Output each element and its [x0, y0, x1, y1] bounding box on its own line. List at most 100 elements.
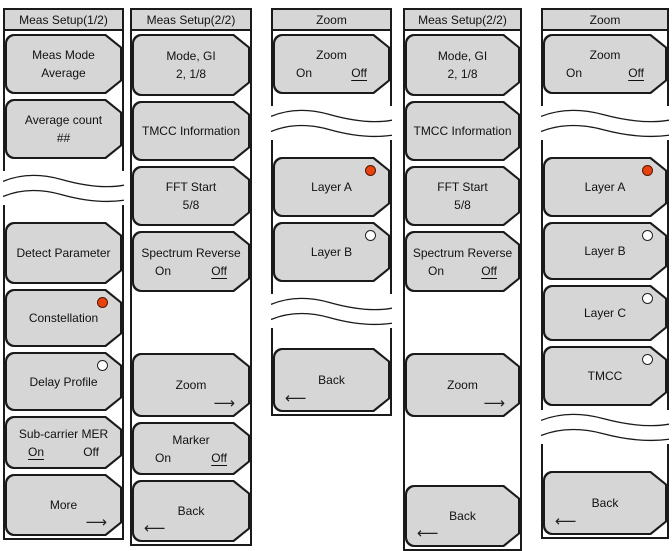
- menu-header-zoom: Zoom: [271, 8, 392, 31]
- softkey-label: Delay Profile: [29, 374, 98, 389]
- softkey-mode-gi[interactable]: Mode, GI 2, 1/8: [405, 34, 520, 96]
- on-off-row: On Off: [275, 64, 388, 82]
- softkey-label: Back: [591, 496, 619, 510]
- softkey-fft-start[interactable]: FFT Start 5/8: [132, 166, 250, 226]
- on-option[interactable]: On: [296, 66, 313, 80]
- softkey-zoom-on-off[interactable]: Zoom On Off: [273, 34, 390, 94]
- softkey-label: Spectrum Reverse: [412, 245, 513, 260]
- wave-lines: [541, 106, 669, 140]
- off-option[interactable]: Off: [351, 66, 367, 80]
- softkey-back[interactable]: Back ⟵: [273, 348, 390, 412]
- softkey-tmcc-information[interactable]: TMCC Information: [405, 101, 520, 161]
- softkey-column-meas-setup-2: Meas Setup(2/2) Mode, GI 2, 1/8 TMCC Inf…: [130, 8, 252, 546]
- left-arrow-icon: ⟵: [555, 512, 577, 530]
- menu-header-zoom: Zoom: [541, 8, 669, 31]
- softkey-face: Constellation: [7, 291, 120, 345]
- softkey-face: Average count ##: [7, 101, 120, 157]
- softkey-column-meas-setup-1: Meas Setup(1/2) Meas Mode Average Averag…: [3, 8, 124, 540]
- softkey-face: Spectrum Reverse On Off: [407, 233, 518, 290]
- softkey-label: Zoom: [316, 48, 347, 62]
- softkey-label: TMCC Information: [141, 124, 241, 138]
- softkey-mode-gi[interactable]: Mode, GI 2, 1/8: [132, 34, 250, 96]
- softkey-face: FFT Start 5/8: [407, 168, 518, 224]
- softkey-average-count[interactable]: Average count ##: [5, 99, 122, 159]
- softkey-value: 5/8: [182, 198, 200, 212]
- frame-gap: [405, 297, 520, 353]
- frame-segment: Zoom On Off: [541, 31, 669, 106]
- wave-lines: [3, 171, 124, 205]
- off-option[interactable]: Off: [628, 66, 644, 80]
- on-option[interactable]: On: [428, 263, 445, 278]
- softkey-face: Mode, GI 2, 1/8: [407, 36, 518, 94]
- on-option[interactable]: On: [155, 450, 172, 465]
- right-arrow-icon: ⟶: [213, 394, 235, 412]
- softkey-face: Zoom ⟶: [407, 355, 518, 415]
- on-off-row: On Off: [134, 262, 248, 280]
- softkey-tmcc-information[interactable]: TMCC Information: [132, 101, 250, 161]
- softkey-label: Zoom: [175, 378, 207, 392]
- frame-segment: Mode, GI 2, 1/8 TMCC Information FFT Sta…: [403, 31, 522, 551]
- softkey-label: Zoom: [589, 48, 621, 62]
- wave-break: [3, 171, 124, 205]
- softkey-layer-a[interactable]: Layer A: [273, 157, 390, 217]
- softkey-label: TMCC Information: [413, 124, 512, 138]
- on-option[interactable]: On: [155, 263, 172, 278]
- softkey-face: Marker On Off: [134, 424, 248, 473]
- frame-segment: Back ⟵: [541, 444, 669, 539]
- radio-indicator: [365, 165, 376, 176]
- softkey-layer-b[interactable]: Layer B: [273, 222, 390, 282]
- wave-break: [271, 294, 392, 328]
- softkey-face: Layer B: [545, 224, 665, 278]
- softkey-value: Average: [41, 66, 86, 80]
- softkey-layer-b[interactable]: Layer B: [543, 222, 667, 280]
- on-option[interactable]: On: [566, 66, 583, 80]
- softkey-label: Layer B: [310, 245, 353, 259]
- softkey-back[interactable]: Back ⟵: [543, 471, 667, 535]
- softkey-meas-mode[interactable]: Meas Mode Average: [5, 34, 122, 94]
- left-arrow-icon: ⟵: [144, 519, 166, 537]
- softkey-back[interactable]: Back ⟵: [405, 485, 520, 547]
- softkey-tmcc[interactable]: TMCC: [543, 346, 667, 406]
- softkey-column-zoom-1: Zoom Zoom On Off Layer A: [271, 8, 392, 416]
- on-off-row: On Off: [7, 443, 120, 461]
- off-option[interactable]: Off: [481, 263, 497, 278]
- off-option[interactable]: Off: [211, 263, 227, 278]
- on-option[interactable]: On: [28, 444, 45, 459]
- softkey-zoom[interactable]: Zoom ⟶: [405, 353, 520, 417]
- softkey-fft-start[interactable]: FFT Start 5/8: [405, 166, 520, 226]
- softkey-zoom[interactable]: Zoom ⟶: [132, 353, 250, 417]
- off-option[interactable]: Off: [211, 450, 227, 465]
- frame-segment: Layer A Layer B Layer C TMCC: [541, 140, 669, 410]
- right-arrow-icon: ⟶: [85, 513, 107, 531]
- softkey-face: Delay Profile: [7, 354, 120, 409]
- softkey-more[interactable]: More ⟶: [5, 474, 122, 536]
- softkey-value: 2, 1/8: [447, 67, 478, 81]
- softkey-detect-parameter[interactable]: Detect Parameter: [5, 222, 122, 284]
- softkey-spectrum-reverse[interactable]: Spectrum Reverse On Off: [132, 231, 250, 292]
- softkey-layer-a[interactable]: Layer A: [543, 157, 667, 217]
- softkey-delay-profile[interactable]: Delay Profile: [5, 352, 122, 411]
- softkey-label: Sub-carrier MER: [18, 426, 109, 441]
- wave-break: [271, 106, 392, 140]
- off-option[interactable]: Off: [83, 444, 99, 459]
- softkey-face: TMCC Information: [407, 103, 518, 159]
- softkey-label: Detect Parameter: [16, 246, 111, 260]
- frame-gap: [405, 422, 520, 485]
- softkey-column-meas-setup-2b: Meas Setup(2/2) Mode, GI 2, 1/8 TMCC Inf…: [403, 8, 522, 551]
- softkey-marker[interactable]: Marker On Off: [132, 422, 250, 475]
- softkey-value: 5/8: [454, 198, 471, 212]
- softkey-sub-carrier-mer[interactable]: Sub-carrier MER On Off: [5, 416, 122, 469]
- softkey-label: Back: [318, 373, 345, 387]
- frame-segment: Zoom On Off: [271, 31, 392, 106]
- softkey-face: Layer C: [545, 287, 665, 339]
- softkey-back[interactable]: Back ⟵: [132, 480, 250, 542]
- softkey-constellation[interactable]: Constellation: [5, 289, 122, 347]
- on-off-row: On Off: [134, 449, 248, 467]
- softkey-face: Detect Parameter: [7, 224, 120, 282]
- softkey-layer-c[interactable]: Layer C: [543, 285, 667, 341]
- frame-segment: Mode, GI 2, 1/8 TMCC Information FFT Sta…: [130, 31, 252, 546]
- softkey-spectrum-reverse[interactable]: Spectrum Reverse On Off: [405, 231, 520, 292]
- softkey-column-zoom-2: Zoom Zoom On Off Layer A: [541, 8, 669, 539]
- radio-indicator: [365, 230, 376, 241]
- softkey-zoom-on-off[interactable]: Zoom On Off: [543, 34, 667, 94]
